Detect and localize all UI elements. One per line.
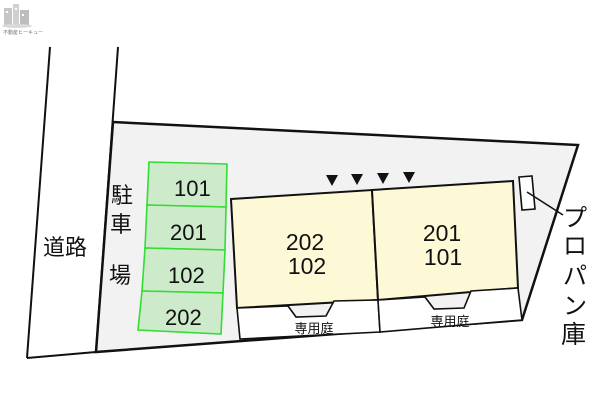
entrance-arrow-icon: [403, 172, 415, 183]
building-logo-icon: [2, 4, 32, 28]
svg-text:プ: プ: [563, 204, 587, 232]
garden-label-right: 専用庭: [430, 314, 469, 330]
building-unit-right: 201 101 専用庭: [370, 179, 523, 333]
svg-text:車: 車: [110, 213, 132, 238]
parking-space-4[interactable]: [137, 290, 224, 335]
parking-area: 101 201 102 202: [137, 161, 228, 335]
building-unit-left: 202 102 専用庭: [229, 188, 381, 340]
garden-label-left: 専用庭: [294, 321, 333, 337]
unit-number-upper: 201: [423, 220, 461, 246]
road-label: 道路: [43, 236, 87, 261]
entrance-arrow-icon: [326, 175, 338, 186]
svg-text:ロ: ロ: [563, 232, 587, 260]
svg-text:場: 場: [109, 264, 131, 289]
private-garden-left: [236, 299, 381, 340]
road-edge-bottom: [26, 351, 97, 359]
propane-leader-line: [526, 191, 564, 216]
svg-text:庫: 庫: [561, 320, 586, 349]
unit-number-lower: 101: [424, 244, 462, 270]
road-edge-left: [26, 46, 51, 359]
parking-number: 102: [168, 263, 205, 288]
svg-text:パ: パ: [563, 262, 587, 290]
entrance-arrow-icon: [351, 174, 363, 185]
logo-text: 不動産ヒーキュー: [3, 29, 43, 36]
unit-number-lower: 102: [288, 253, 326, 279]
parking-label: 駐 車 場: [109, 184, 133, 289]
svg-text:ン: ン: [563, 292, 587, 320]
entrance-arrow-icon: [377, 173, 389, 184]
entrance-markers: [326, 172, 415, 186]
unit-number-upper: 202: [286, 229, 324, 255]
parking-number: 202: [165, 305, 202, 330]
propane-label: プ ロ パ ン 庫: [561, 204, 587, 349]
propane-storage-box: [518, 175, 536, 211]
private-garden-right: [377, 287, 523, 333]
parking-number: 201: [170, 220, 207, 245]
svg-text:駐: 駐: [111, 184, 133, 209]
parking-number: 101: [174, 176, 211, 201]
